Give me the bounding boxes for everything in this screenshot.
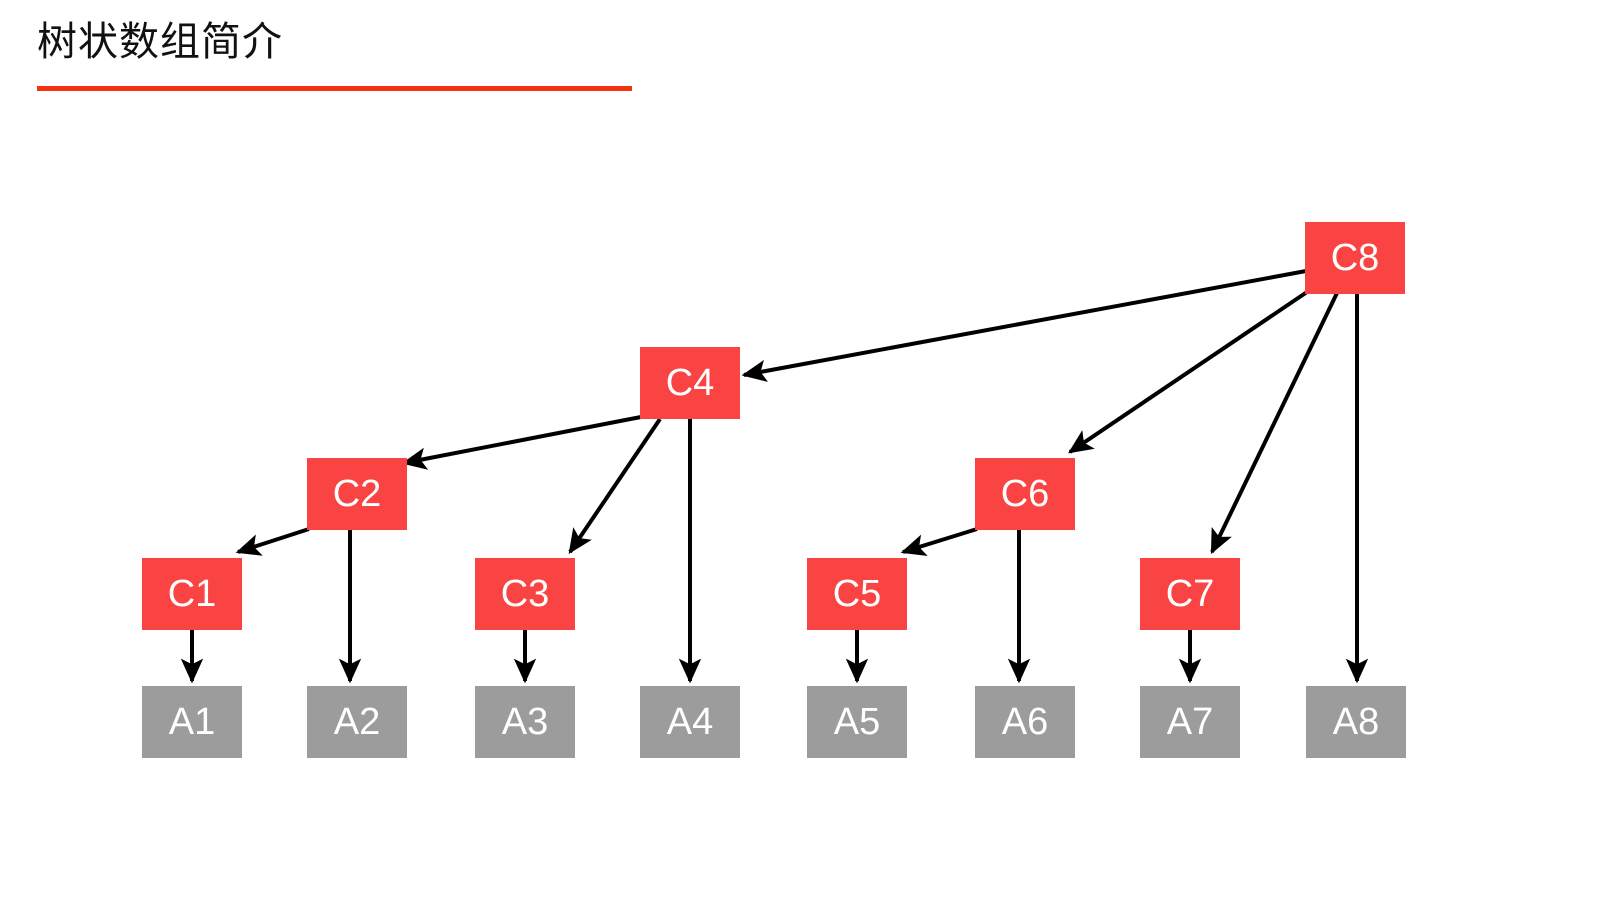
- tree-node-c1[interactable]: C1: [142, 558, 242, 630]
- edge-c6-to-c5: [900, 527, 978, 557]
- tree-node-c8[interactable]: C8: [1305, 222, 1405, 294]
- tree-node-label: A6: [1001, 701, 1049, 743]
- tree-node-a4[interactable]: A4: [640, 686, 740, 758]
- tree-node-a5[interactable]: A5: [807, 686, 907, 758]
- tree-node-label: C3: [500, 573, 550, 615]
- edge-c8-to-c4: [741, 269, 1307, 382]
- tree-node-c4[interactable]: C4: [640, 347, 740, 419]
- page-title: 树状数组简介: [37, 20, 283, 64]
- tree-node-label: C5: [832, 573, 882, 615]
- tree-node-label: A8: [1332, 701, 1380, 743]
- tree-node-c7[interactable]: C7: [1140, 558, 1240, 630]
- edge-c2-to-c1: [235, 527, 310, 556]
- tree-node-label: C8: [1330, 237, 1380, 279]
- edge-c8-to-c6: [1068, 290, 1309, 454]
- tree-node-c5[interactable]: C5: [807, 558, 907, 630]
- tree-node-label: A2: [333, 701, 381, 743]
- tree-node-label: A7: [1166, 701, 1214, 743]
- tree-node-a8[interactable]: A8: [1306, 686, 1406, 758]
- tree-node-label: C1: [167, 573, 217, 615]
- tree-node-label: A4: [666, 701, 714, 743]
- tree-node-c6[interactable]: C6: [975, 458, 1075, 530]
- tree-node-label: A5: [833, 701, 881, 743]
- edge-c4-to-c3: [568, 417, 662, 554]
- edge-c8-to-c7: [1210, 292, 1339, 555]
- tree-node-label: A3: [501, 701, 549, 743]
- tree-node-label: C7: [1165, 573, 1215, 615]
- tree-node-a1[interactable]: A1: [142, 686, 242, 758]
- tree-node-a3[interactable]: A3: [475, 686, 575, 758]
- title-underline-rule: [37, 86, 632, 91]
- tree-node-a6[interactable]: A6: [975, 686, 1075, 758]
- tree-node-a7[interactable]: A7: [1140, 686, 1240, 758]
- tree-node-label: C4: [665, 362, 715, 404]
- tree-node-a2[interactable]: A2: [307, 686, 407, 758]
- tree-node-label: A1: [168, 701, 216, 743]
- tree-node-c2[interactable]: C2: [307, 458, 407, 530]
- edge-c4-to-c2: [401, 415, 642, 470]
- tree-node-c3[interactable]: C3: [475, 558, 575, 630]
- tree-node-label: C6: [1000, 473, 1050, 515]
- tree-node-label: C2: [332, 473, 382, 515]
